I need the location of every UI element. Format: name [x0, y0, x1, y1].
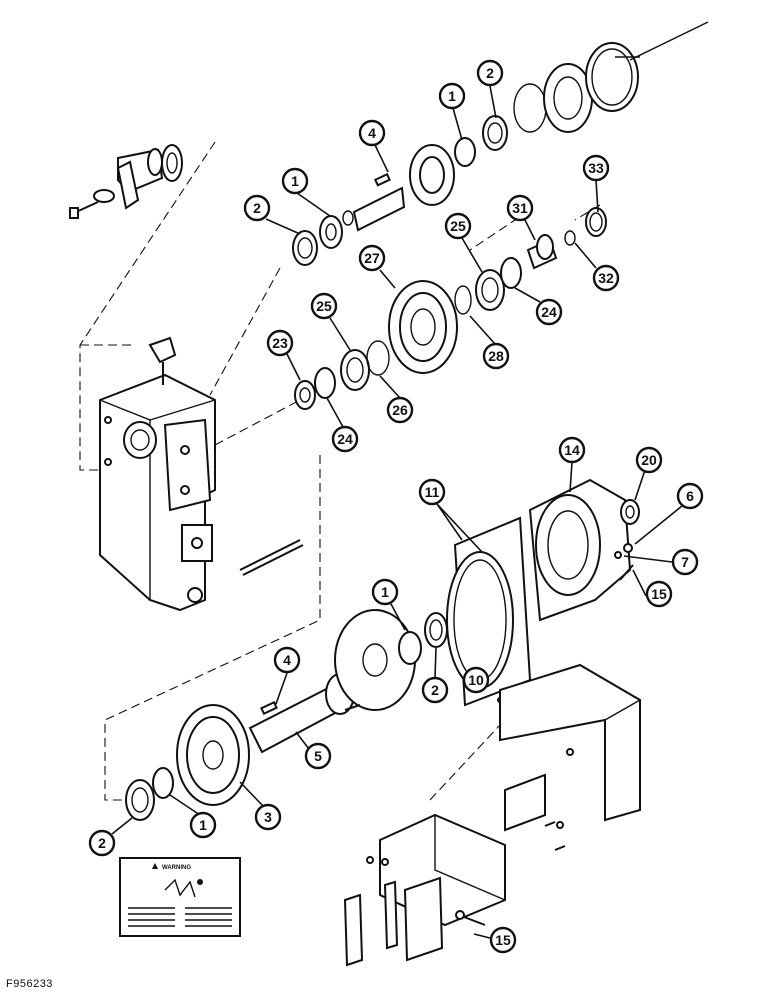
warning-decal: WARNING	[119, 857, 241, 937]
callout-10: 10	[462, 666, 490, 694]
callout-15-right-label: 15	[651, 586, 667, 602]
callout-1-low: 1	[371, 578, 399, 606]
callout-2-low: 2	[421, 676, 449, 704]
callout-1-low-label: 1	[381, 584, 389, 600]
callout-28-label: 28	[488, 348, 504, 364]
callout-24-right: 24	[535, 298, 563, 326]
callout-1-mid-label: 1	[291, 173, 299, 189]
callout-4-top: 4	[358, 119, 386, 147]
callout-31: 31	[506, 194, 534, 222]
callout-4-low: 4	[273, 646, 301, 674]
callout-6-label: 6	[686, 488, 694, 504]
middle-shaft-gear-assembly	[294, 207, 607, 410]
callout-20: 20	[635, 446, 663, 474]
callout-11: 11	[418, 478, 446, 506]
callout-1-bottom-label: 1	[199, 817, 207, 833]
callout-32-label: 32	[598, 270, 614, 286]
callout-24-left: 24	[331, 425, 359, 453]
cover-assembly	[446, 478, 640, 707]
callout-28: 28	[482, 342, 510, 370]
callout-15-right: 15	[645, 580, 673, 608]
callout-3-label: 3	[264, 809, 272, 825]
callout-20-label: 20	[641, 452, 657, 468]
callout-6: 6	[676, 482, 704, 510]
callout-24-right-label: 24	[541, 304, 557, 320]
callout-26-label: 26	[392, 402, 408, 418]
callout-1-top: 1	[438, 82, 466, 110]
callout-33: 33	[582, 154, 610, 182]
callout-7: 7	[671, 548, 699, 576]
callout-4-top-label: 4	[368, 125, 376, 141]
callout-leaders	[111, 85, 683, 939]
callout-2-top-label: 2	[486, 65, 494, 81]
shield-bracket-assembly	[343, 663, 641, 967]
callout-2-mid: 2	[243, 194, 271, 222]
callout-2-mid-label: 2	[253, 200, 261, 216]
callout-23: 23	[266, 329, 294, 357]
callout-25-left: 25	[310, 292, 338, 320]
callout-5: 5	[304, 742, 332, 770]
callout-24-left-label: 24	[337, 431, 353, 447]
callout-2-bottom: 2	[88, 829, 116, 857]
callout-2-top: 2	[476, 59, 504, 87]
callout-27-label: 27	[364, 250, 380, 266]
warning-decal-title: WARNING	[162, 865, 191, 871]
figure-code: F956233	[6, 978, 53, 990]
callout-11-label: 11	[425, 484, 440, 500]
callout-15-bottom-label: 15	[495, 932, 511, 948]
gearbox-housing	[99, 336, 304, 612]
callout-33-label: 33	[588, 160, 604, 176]
callout-31-label: 31	[512, 200, 528, 216]
callout-25-right: 25	[444, 212, 472, 240]
callout-15-bottom: 15	[489, 926, 517, 954]
callout-1-top-label: 1	[448, 88, 456, 104]
callout-5-label: 5	[314, 748, 322, 764]
upper-shaft-gear-assembly	[292, 21, 709, 266]
callout-2-bottom-label: 2	[98, 835, 106, 851]
callout-26: 26	[386, 396, 414, 424]
callout-25-right-label: 25	[450, 218, 466, 234]
callout-10-label: 10	[468, 672, 484, 688]
callout-27: 27	[358, 244, 386, 272]
callout-14: 14	[558, 436, 586, 464]
callout-23-label: 23	[272, 335, 288, 351]
callout-1-mid: 1	[281, 167, 309, 195]
callout-2-low-label: 2	[431, 682, 439, 698]
lower-shaft-gear-assembly	[125, 609, 448, 821]
callout-32: 32	[592, 264, 620, 292]
callout-7-label: 7	[681, 554, 689, 570]
callout-14-label: 14	[564, 442, 580, 458]
callout-4-low-label: 4	[283, 652, 291, 668]
callout-25-left-label: 25	[316, 298, 332, 314]
callout-1-bottom: 1	[189, 811, 217, 839]
callout-3: 3	[254, 803, 282, 831]
yoke-assembly	[69, 144, 183, 219]
